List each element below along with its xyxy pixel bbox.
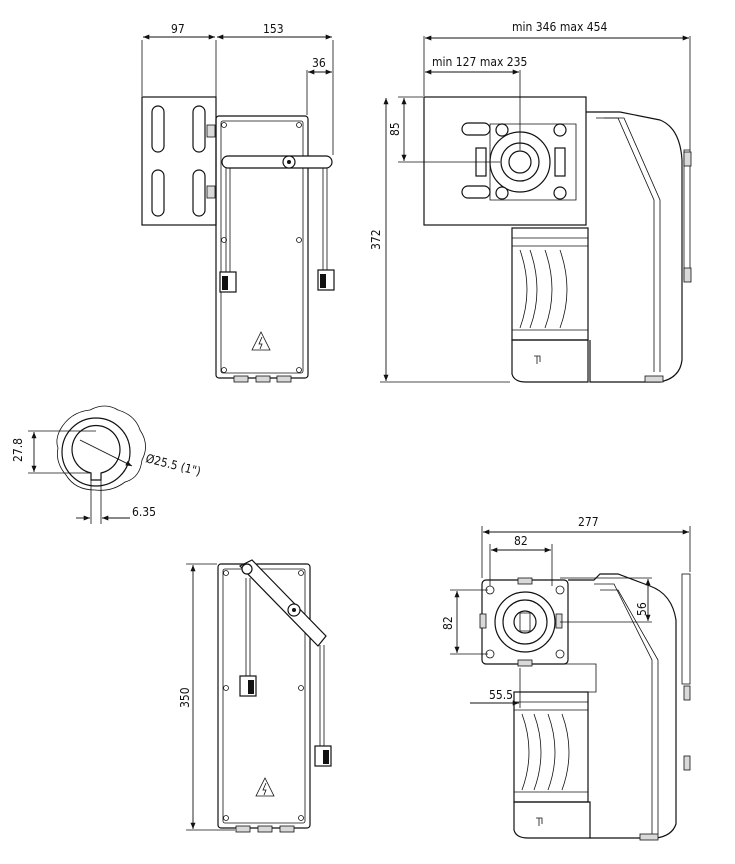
dim-277: 277 [578, 515, 599, 529]
box-view: 350 [178, 559, 332, 833]
dim-55-5: 55.5 [489, 688, 513, 702]
dim-350: 350 [178, 687, 192, 708]
dim-36: 36 [312, 56, 326, 70]
dim-82-vertical: 82 [441, 616, 455, 630]
shaft-detail: 27.8 Ø25.5 (1") 6.35 [11, 405, 202, 524]
motor [511, 227, 589, 341]
front-view: 97 153 36 [141, 22, 335, 383]
motor-bottom [513, 691, 589, 803]
slot [151, 169, 165, 217]
dim-6-35: 6.35 [132, 505, 156, 519]
dim-span-total: min 346 max 454 [512, 20, 608, 34]
high-voltage-warning-icon [255, 777, 275, 797]
slot [192, 105, 206, 153]
side-plate [423, 96, 587, 226]
release-arm-diagonal [238, 559, 327, 647]
dim-diameter: Ø25.5 (1") [144, 451, 202, 478]
dim-82-horizontal: 82 [514, 534, 528, 548]
bottom-view: 277 82 82 56 55.5 [441, 515, 691, 841]
dim-97: 97 [171, 22, 185, 36]
side-view: min 346 max 454 min 127 max 235 85 372 [369, 20, 692, 383]
dim-56: 56 [635, 602, 649, 616]
slot [151, 105, 165, 153]
dim-372: 372 [369, 229, 383, 250]
dim-153: 153 [263, 22, 284, 36]
slot [192, 169, 206, 217]
dim-span-inner: min 127 max 235 [432, 55, 527, 69]
release-arm [221, 155, 333, 169]
high-voltage-warning-icon [251, 331, 271, 351]
dim-85: 85 [388, 122, 402, 136]
dim-27-8: 27.8 [11, 438, 25, 462]
